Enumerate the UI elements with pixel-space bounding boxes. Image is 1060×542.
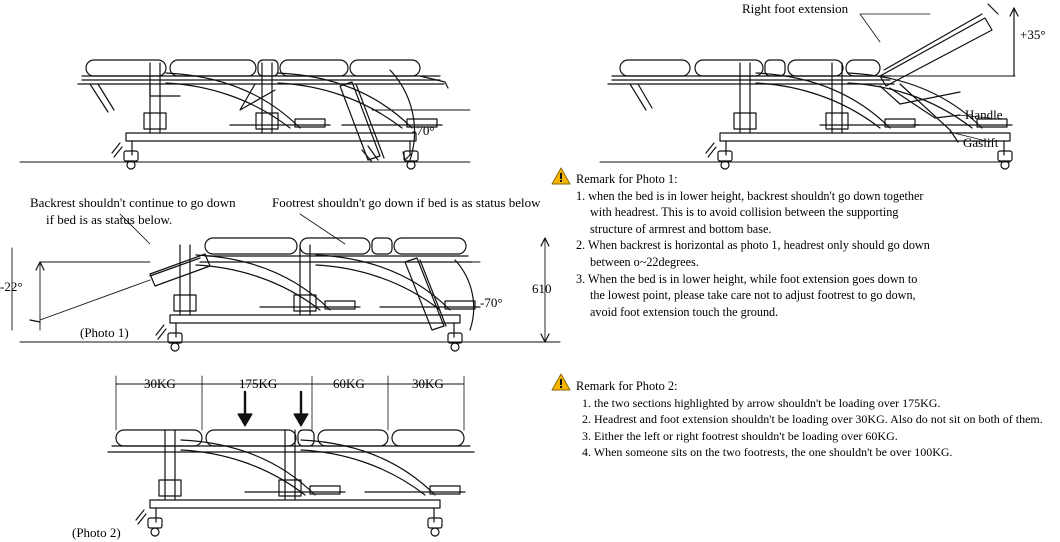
label-height-610: 610 bbox=[532, 281, 552, 296]
label-plus35: +35° bbox=[1020, 27, 1046, 42]
label-handle: Handle bbox=[965, 107, 1003, 122]
remark-photo1-title: Remark for Photo 1: bbox=[576, 172, 678, 186]
remark2-item2: 2. Headrest and foot extension shouldn't… bbox=[582, 412, 1043, 427]
bed-top-left bbox=[19, 59, 471, 170]
label-backrest-line2: if bed is as status below. bbox=[46, 212, 173, 227]
bed-photo1 bbox=[11, 213, 561, 352]
remark1-item1-line1: 1. when the bed is in lower height, back… bbox=[576, 188, 924, 203]
label-load-30kg-foot: 30KG bbox=[412, 376, 444, 391]
bed-top-right bbox=[599, 3, 1019, 170]
label-backrest-line1: Backrest shouldn't continue to go down bbox=[30, 195, 236, 210]
bed-photo2 bbox=[107, 375, 475, 537]
remark2-item1: 1. the two sections highlighted by arrow… bbox=[582, 395, 941, 410]
remark1-item2-line2: between o~22degrees. bbox=[590, 254, 699, 269]
label-load-30kg-head: 30KG bbox=[144, 376, 176, 391]
warning-icon bbox=[551, 373, 571, 391]
remark1-item3-line3: avoid foot extension touch the ground. bbox=[590, 304, 779, 319]
remark-photo1: Remark for Photo 1: 1. when the bed is i… bbox=[576, 171, 930, 320]
label-load-60kg: 60KG bbox=[333, 376, 365, 391]
label-footrest-note: Footrest shouldn't go down if bed is as … bbox=[272, 195, 541, 210]
down-arrow-icon bbox=[237, 413, 253, 427]
remark2-item4: 4. When someone sits on the two footrest… bbox=[582, 445, 953, 460]
label-load-175kg: 175KG bbox=[239, 376, 278, 391]
label-minus22: -22° bbox=[0, 279, 23, 294]
remark1-item1-line3: structure of armrest and bottom base. bbox=[590, 221, 772, 236]
remark-photo2-title: Remark for Photo 2: bbox=[576, 379, 678, 393]
label-minus70-mid: -70° bbox=[480, 295, 503, 310]
label-photo2: (Photo 2) bbox=[72, 525, 121, 540]
remark1-item1-line2: with headrest. This is to avoid collisio… bbox=[590, 205, 899, 220]
remark-photo2: Remark for Photo 2: 1. the two sections … bbox=[576, 378, 1043, 461]
label-right-foot-extension: Right foot extension bbox=[742, 1, 849, 16]
remark1-item2-line1: 2. When backrest is horizontal as photo … bbox=[576, 238, 930, 253]
remark1-item3-line1: 3. When the bed is in lower height, whil… bbox=[576, 271, 918, 286]
label-photo1: (Photo 1) bbox=[80, 325, 129, 340]
label-gaslift: Gaslift bbox=[963, 135, 999, 150]
remark2-item3: 3. Either the left or right footrest sho… bbox=[582, 428, 898, 443]
warning-icon bbox=[551, 167, 571, 185]
label-minus70-top: -70° bbox=[412, 123, 435, 138]
remark1-item3-line2: the lowest point, please take care not t… bbox=[590, 288, 916, 303]
down-arrow-icon bbox=[293, 413, 309, 427]
